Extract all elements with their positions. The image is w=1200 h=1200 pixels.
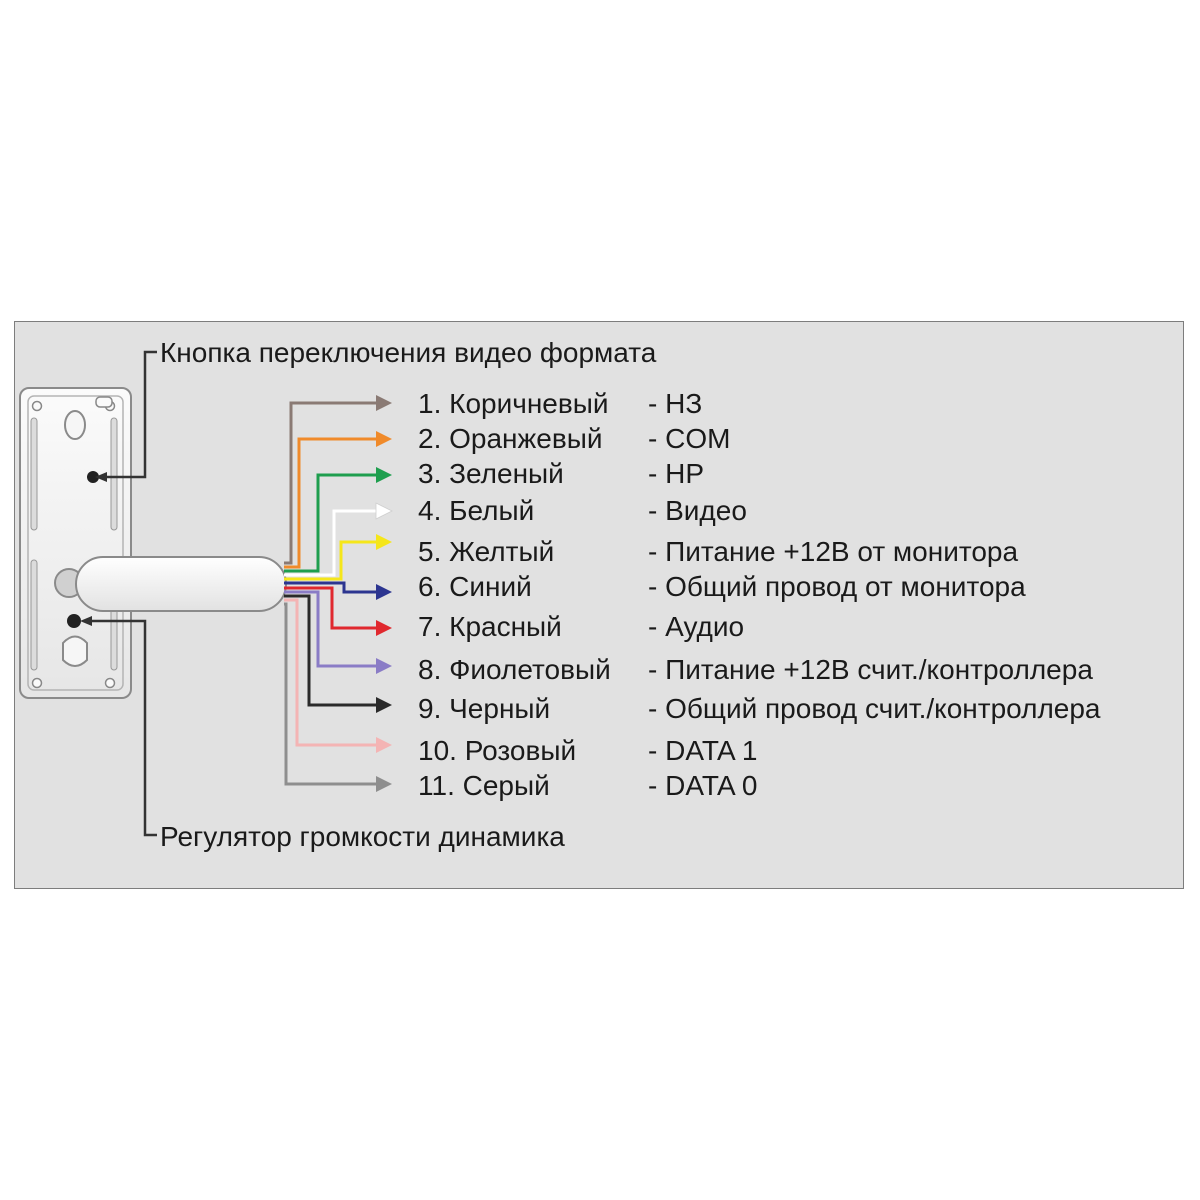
wire-function-label: - COM [648,423,730,454]
screw-hole-icon [31,677,43,689]
wire-arrowhead-icon [376,697,392,713]
wire-color-label: 3. Зеленый [418,458,564,489]
wire-arrowhead-icon [376,737,392,753]
wire-function-label: - DATA 1 [648,735,757,766]
wire-arrowhead-icon [375,502,393,520]
side-slot-icon [30,417,38,531]
side-slot-icon [110,417,118,531]
wire-line [284,594,380,707]
wire-line [284,437,380,569]
side-slot-icon [30,559,38,671]
wire-arrowhead-icon [376,584,392,600]
wire-line [284,586,380,630]
wire-arrowhead-icon [376,776,392,792]
wire-color-label: 11. Серый [418,770,550,801]
wire-function-label: - НЗ [648,388,702,419]
wire-function-label: - Видео [648,495,747,526]
volume-knob-label: Регулятор громкости динамика [160,821,565,852]
volume-knob-icon [67,614,81,628]
wire-line [284,598,380,747]
wire-color-label: 5. Желтый [418,536,554,567]
wire-line [284,473,380,573]
wire-arrowhead-icon [376,620,392,636]
mount-slot-icon [95,396,113,408]
wire-function-label: - Питание +12В счит./контроллера [648,654,1093,685]
wire-color-label: 9. Черный [418,693,550,724]
callouts [88,350,157,837]
cable-sheath [75,556,287,612]
wire-function-label: - НР [648,458,704,489]
wire-line [284,581,380,594]
wire-line [284,540,380,581]
wire-color-label: 8. Фиолетовый [418,654,611,685]
wire-arrowhead-icon [376,467,392,483]
wire-color-label: 2. Оранжевый [418,423,602,454]
arrowhead-icon [95,472,107,482]
wire-function-label: - Общий провод счит./контроллера [648,693,1101,724]
wire-line [284,509,380,577]
wire-arrowhead-icon [376,431,392,447]
screw-hole-icon [31,400,43,412]
device [19,387,132,699]
wire-arrowhead-icon [376,658,392,674]
wire-color-label: 1. Коричневый [418,388,609,419]
keyhole-bottom-icon [62,635,88,667]
wire-line [284,590,380,668]
callout-volume-knob [88,619,157,837]
wire-color-label: 10. Розовый [418,735,576,766]
callout-video-button [105,350,157,479]
wire-function-label: - Аудио [648,611,744,642]
wire-arrowhead-icon [376,395,392,411]
screw-hole-icon [104,677,116,689]
wire-color-label: 6. Синий [418,571,532,602]
wire-function-label: - DATA 0 [648,770,757,801]
wire-line [284,602,380,786]
keyhole-top-icon [64,410,86,440]
video-format-button-icon [87,471,99,483]
video-button-label: Кнопка переключения видео формата [160,337,657,368]
wire-function-label: - Питание +12В от монитора [648,536,1018,567]
arrowhead-icon [80,616,92,626]
wire-color-label: 7. Красный [418,611,562,642]
device-inner-frame [27,395,124,691]
wire-color-label: 4. Белый [418,495,534,526]
wire-function-label: - Общий провод от монитора [648,571,1026,602]
wire-arrowhead-icon [376,534,392,550]
wire-line [284,401,380,565]
wire-group: 1. Коричневый - НЗ 2. Оранжевый - COM 3. Зел… [284,388,1101,801]
